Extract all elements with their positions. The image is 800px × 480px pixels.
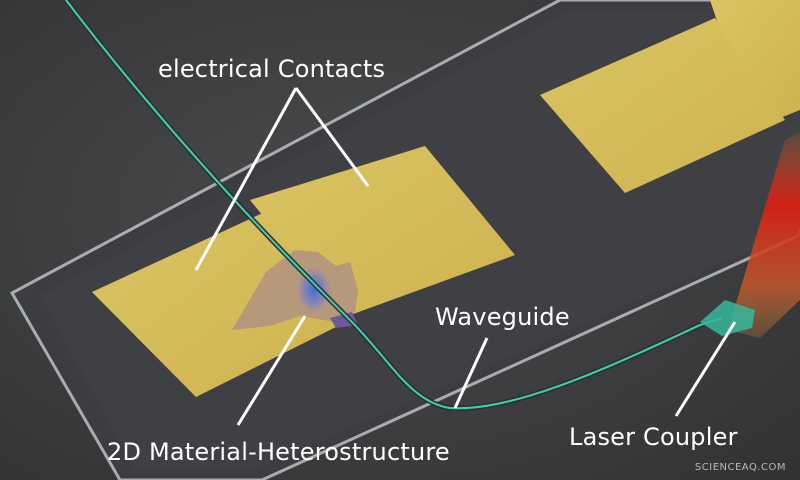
heterostructure-flake	[232, 250, 358, 330]
label-waveguide: Waveguide	[435, 303, 570, 331]
annotation-line-contacts-right	[294, 87, 370, 187]
annotation-line-heterostructure	[236, 315, 307, 426]
waveguide-line	[65, 0, 723, 410]
label-electrical-contacts: electrical Contacts	[158, 55, 386, 83]
label-laser-coupler: Laser Coupler	[569, 423, 738, 451]
label-heterostructure: 2D Material-Heterostructure	[107, 438, 450, 466]
grating-coupler	[700, 300, 755, 336]
corner-contact-pad	[710, 0, 800, 118]
laser-beam	[728, 132, 800, 338]
upper-contact-pad	[540, 18, 785, 193]
annotation-line-contacts-left	[194, 87, 298, 271]
watermark-text: SCIENCEAQ.COM	[694, 462, 786, 473]
annotation-line-waveguide	[453, 337, 489, 409]
annotation-line-laser-coupler	[674, 321, 737, 417]
